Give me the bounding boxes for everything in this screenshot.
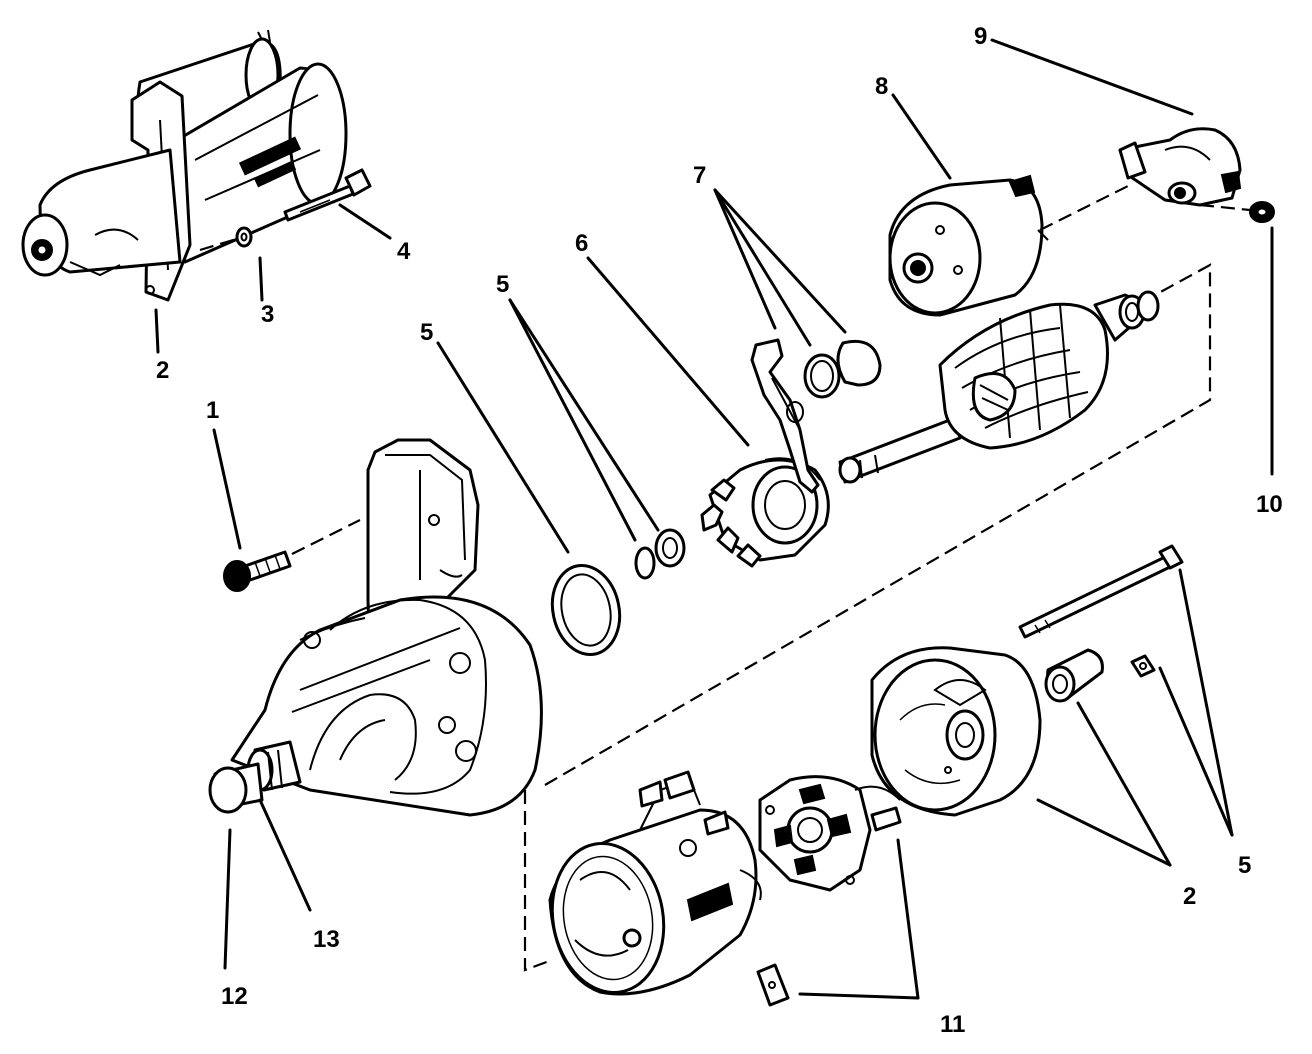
callout-3: 3: [261, 301, 274, 328]
shift-lever-7: [750, 338, 820, 494]
field-frame: [548, 770, 762, 996]
callout-5-right: 5: [1238, 852, 1251, 879]
callout-1: 1: [206, 397, 219, 424]
brush-11: [756, 963, 790, 1007]
drive-end-housing: [208, 438, 543, 817]
callout-12: 12: [221, 983, 248, 1010]
ring-5: [550, 563, 622, 657]
callout-11: 11: [940, 1011, 965, 1038]
callout-8: 8: [875, 73, 888, 100]
solenoid-8: [888, 174, 1049, 317]
bushing-7: [803, 353, 841, 399]
callout-10: 10: [1256, 491, 1283, 518]
commutator-end-frame-2: [870, 646, 1042, 817]
leader-lines: [154, 38, 1274, 1000]
armature: [838, 290, 1160, 484]
bolt-1: [223, 550, 292, 592]
retainer-collar-5: [634, 528, 686, 580]
terminal-cover-9: [1118, 127, 1242, 207]
starter-assembly: [21, 29, 348, 302]
nut-10: [1249, 201, 1275, 223]
callout-13: 13: [313, 926, 340, 953]
bolt-4: [283, 168, 372, 222]
callout-9: 9: [974, 23, 987, 50]
callout-5-left: 5: [420, 319, 433, 346]
washer-3: [235, 226, 253, 248]
bushing-2: [1044, 648, 1104, 703]
callout-4: 4: [397, 238, 411, 265]
callout-labels: 1 2 2 3 4 5 5 5 6 7 8 9 10 11 12 13: [156, 23, 1283, 1038]
callout-2-top: 2: [156, 357, 169, 384]
through-bolt-5: [1018, 544, 1184, 639]
callout-6: 6: [575, 230, 588, 257]
cap-7: [836, 339, 882, 387]
drive-pinion-6: [700, 457, 830, 568]
callout-2-bottom: 2: [1183, 883, 1196, 910]
callout-5-middle: 5: [496, 271, 509, 298]
screw-5: [1130, 654, 1156, 678]
brush-holder-11: [758, 775, 902, 892]
callout-7: 7: [693, 162, 706, 189]
